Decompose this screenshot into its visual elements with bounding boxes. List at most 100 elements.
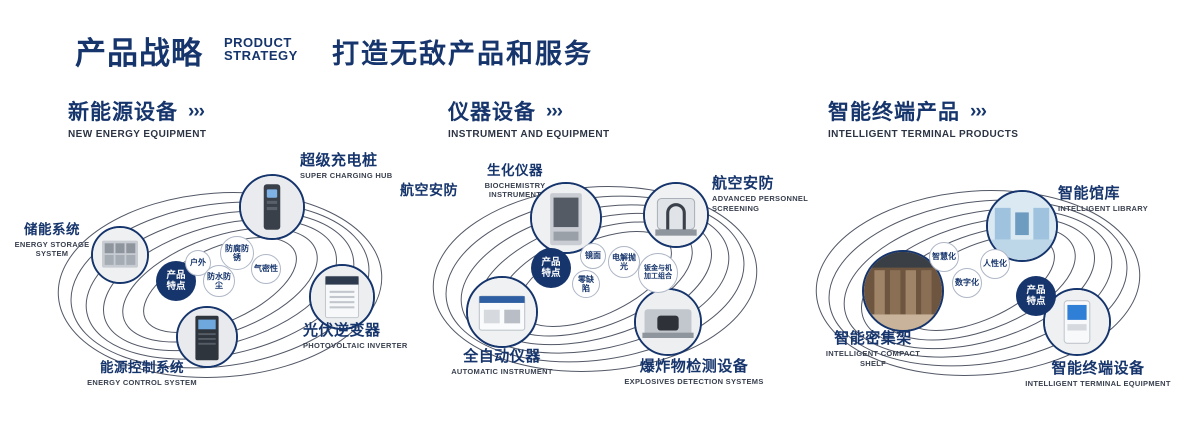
feature-label: 人性化 bbox=[983, 259, 1007, 269]
product-name: 智能密集架 bbox=[834, 330, 912, 347]
slogan: 打造无敌产品和服务 bbox=[332, 39, 593, 69]
badge-line1: 产品 bbox=[1026, 284, 1046, 296]
section-title: 新能源设备 bbox=[68, 101, 178, 124]
triple-arrow-icon: ››› bbox=[546, 100, 563, 122]
feature-label: 户外 bbox=[190, 258, 206, 268]
badge-line2: 特点 bbox=[1026, 296, 1046, 307]
product-label-super-charging-hub: 超级充电桩 SUPER CHARGING HUB bbox=[300, 152, 420, 181]
super-charging-hub-image bbox=[241, 176, 303, 238]
product-name-en: PHOTOVOLTAIC INVERTER bbox=[303, 341, 408, 351]
badge-line2: 特点 bbox=[166, 281, 186, 292]
feature-label: 电解抛光 bbox=[612, 252, 636, 271]
product-image-intelligent-compact-shelf bbox=[862, 250, 944, 332]
product-name-en: ENERGY CONTROL SYSTEM bbox=[87, 377, 197, 387]
triple-arrow-icon: ››› bbox=[970, 100, 987, 122]
badge-line2: 特点 bbox=[541, 268, 561, 279]
product-label-intelligent-library: 智能馆库 INTELLIGENT LIBRARY bbox=[1058, 185, 1178, 214]
feature-bubble: 零缺陷 bbox=[572, 270, 600, 298]
feature-bubble: 镜面 bbox=[580, 243, 606, 269]
product-image-biochemistry-instrument bbox=[530, 182, 602, 254]
section-head-instruments: 仪器设备 ››› INSTRUMENT AND EQUIPMENT bbox=[448, 96, 609, 140]
feature-label: 防水防尘 bbox=[207, 271, 231, 290]
section-subtitle: NEW ENERGY EQUIPMENT bbox=[68, 129, 207, 140]
page-title-en-line2: STRATEGY bbox=[224, 48, 298, 63]
product-name: 光伏逆变器 bbox=[303, 322, 381, 339]
product-image-explosives-detection bbox=[634, 288, 702, 356]
product-name-en: ENERGY STORAGE SYSTEM bbox=[14, 239, 90, 258]
product-label-explosives-detection: 爆炸物检测设备 EXPLOSIVES DETECTION SYSTEMS bbox=[612, 358, 776, 387]
intelligent-library-image bbox=[988, 192, 1056, 260]
feature-label: 防腐防锈 bbox=[225, 243, 249, 262]
product-name-en: AUTOMATIC INSTRUMENT bbox=[451, 367, 553, 377]
feature-label: 气密性 bbox=[254, 264, 278, 274]
product-label-personnel-screening: 航空安防 ADVANCED PERSONNEL SCREENING bbox=[712, 175, 808, 213]
section-head-new-energy: 新能源设备 ››› NEW ENERGY EQUIPMENT bbox=[68, 96, 206, 140]
product-image-photovoltaic-inverter bbox=[309, 264, 375, 330]
feature-label: 智慧化 bbox=[932, 252, 956, 262]
product-features-badge: 产品 特点 bbox=[531, 248, 571, 288]
product-image-personnel-screening bbox=[643, 182, 709, 248]
triple-arrow-icon: ››› bbox=[188, 100, 205, 122]
product-label-automatic-instrument: 全自动仪器 AUTOMATIC INSTRUMENT bbox=[440, 348, 564, 377]
product-name: 航空安防 bbox=[712, 175, 775, 192]
energy-control-system-image bbox=[178, 308, 236, 366]
product-features-badge: 产品 特点 bbox=[1016, 276, 1056, 316]
product-name: 储能系统 bbox=[24, 222, 80, 237]
intelligent-terminal-equipment-image bbox=[1045, 290, 1109, 354]
product-image-energy-control-system bbox=[176, 306, 238, 368]
product-name-en: ADVANCED PERSONNEL SCREENING bbox=[712, 194, 808, 213]
badge-line1: 产品 bbox=[541, 256, 561, 268]
product-name: 爆炸物检测设备 bbox=[639, 358, 749, 375]
product-name: 生化仪器 bbox=[487, 163, 543, 178]
personnel-screening-image bbox=[645, 184, 707, 246]
page-title-en: PRODUCT STRATEGY bbox=[224, 36, 298, 62]
feature-bubble: 气密性 bbox=[251, 254, 281, 284]
product-name: 全自动仪器 bbox=[463, 348, 541, 365]
product-name-en: INTELLIGENT LIBRARY bbox=[1058, 204, 1149, 214]
section-subtitle: INSTRUMENT AND EQUIPMENT bbox=[448, 129, 610, 140]
feature-bubble: 钣金与机加工组合 bbox=[638, 253, 678, 293]
feature-bubble: 人性化 bbox=[980, 249, 1010, 279]
product-name-en: INTELLIGENT COMPACT SHELF bbox=[825, 349, 921, 368]
product-name: 智能馆库 bbox=[1058, 185, 1121, 202]
feature-bubble: 防腐防锈 bbox=[220, 236, 254, 270]
product-name: 超级充电桩 bbox=[300, 152, 378, 169]
photovoltaic-inverter-image bbox=[311, 266, 373, 328]
badge-line1: 产品 bbox=[166, 269, 186, 281]
product-label-energy-storage: 储能系统 ENERGY STORAGE SYSTEM bbox=[14, 222, 90, 258]
product-name-en: BIOCHEMISTRY INSTRUMENT bbox=[484, 180, 546, 199]
feature-label: 零缺陷 bbox=[578, 274, 594, 293]
feature-label: 数字化 bbox=[955, 278, 979, 288]
side-label-aviation-security: 航空安防 bbox=[400, 182, 458, 198]
explosives-detection-image bbox=[636, 290, 700, 354]
product-image-automatic-instrument bbox=[466, 276, 538, 348]
biochemistry-instrument-image bbox=[532, 184, 600, 252]
feature-label: 钣金与机加工组合 bbox=[644, 264, 672, 280]
page-title: 产品战略 bbox=[75, 36, 203, 71]
product-name: 智能终端设备 bbox=[1051, 360, 1145, 377]
product-label-intelligent-terminal-equipment: 智能终端设备 INTELLIGENT TERMINAL EQUIPMENT bbox=[1018, 360, 1178, 389]
product-name: 能源控制系统 bbox=[100, 360, 184, 375]
product-name-en: EXPLOSIVES DETECTION SYSTEMS bbox=[624, 377, 764, 387]
section-head-intelligent-terminal: 智能终端产品 ››› INTELLIGENT TERMINAL PRODUCTS bbox=[828, 96, 1018, 140]
feature-bubble: 电解抛光 bbox=[608, 246, 640, 278]
product-name-en: INTELLIGENT TERMINAL EQUIPMENT bbox=[1025, 379, 1171, 389]
product-label-biochemistry-instrument: 生化仪器 BIOCHEMISTRY INSTRUMENT bbox=[460, 163, 570, 199]
product-label-intelligent-compact-shelf: 智能密集架 INTELLIGENT COMPACT SHELF bbox=[818, 330, 928, 368]
product-image-energy-storage bbox=[91, 226, 149, 284]
feature-bubble: 智慧化 bbox=[929, 242, 959, 272]
energy-storage-image bbox=[93, 228, 147, 282]
product-label-energy-control-system: 能源控制系统 ENERGY CONTROL SYSTEM bbox=[80, 360, 204, 387]
section-title: 智能终端产品 bbox=[828, 101, 960, 124]
orbit-rings-new-energy bbox=[57, 192, 383, 378]
feature-bubble: 防水防尘 bbox=[203, 265, 235, 297]
section-subtitle: INTELLIGENT TERMINAL PRODUCTS bbox=[828, 129, 1019, 140]
feature-bubble: 数字化 bbox=[952, 268, 982, 298]
page-title-en-line1: PRODUCT bbox=[224, 35, 292, 50]
product-name-en: SUPER CHARGING HUB bbox=[300, 171, 393, 181]
product-label-photovoltaic-inverter: 光伏逆变器 PHOTOVOLTAIC INVERTER bbox=[303, 322, 423, 351]
product-image-super-charging-hub bbox=[239, 174, 305, 240]
feature-label: 镜面 bbox=[585, 251, 601, 261]
automatic-instrument-image bbox=[468, 278, 536, 346]
